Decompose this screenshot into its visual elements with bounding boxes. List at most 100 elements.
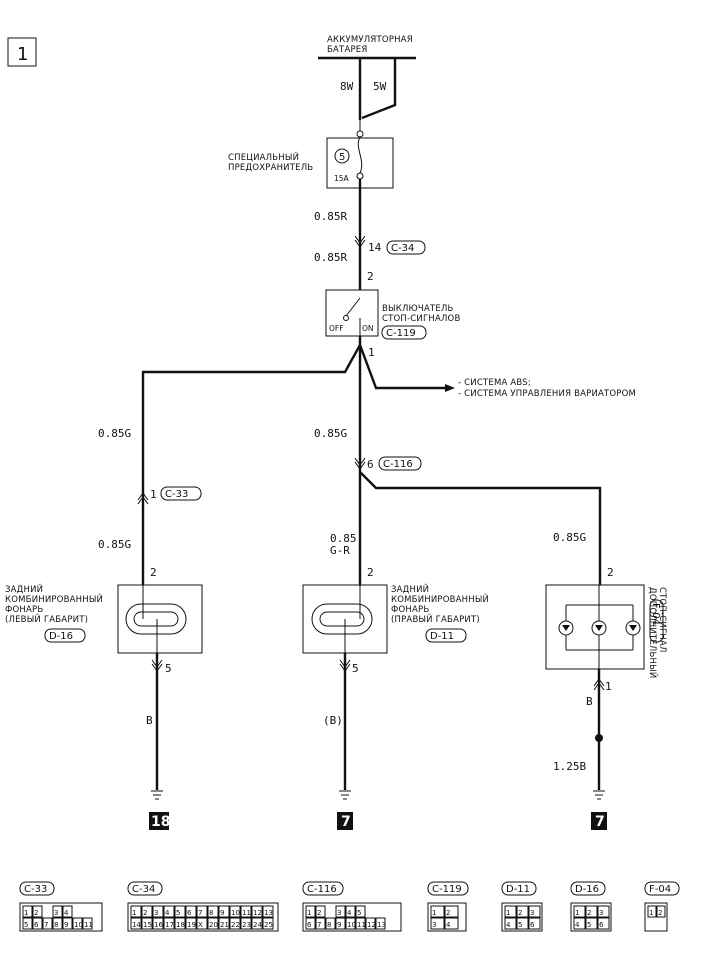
wire-mid-ground-label: (B) [323,714,343,727]
d11-name: D-11 [430,631,454,642]
legend-pin-label: 7 [44,921,48,929]
legend-name-d-11: D-11 [506,884,530,895]
c116-tag [378,456,422,471]
legend-pin-label: 4 [506,921,511,929]
right-lamp-bottom-mark [339,659,351,672]
legend-pin-cell [207,917,219,930]
ground-symbol-left [151,790,163,800]
legend-pin-label: 5 [357,909,361,917]
legend-pin-label: 25 [264,921,273,929]
page-index-box [7,37,37,67]
legend-pin-label: 2 [446,909,450,917]
legend-pin-cell [152,917,164,930]
legend-pin-cell [585,905,598,918]
c33-pin: 1 [150,488,157,501]
f04-name: F-04 [650,603,661,625]
legend-name-c-33: C-33 [24,884,47,895]
legend-pin-label: 23 [242,921,251,929]
legend-pin-label: 2 [658,909,662,917]
ground-point-left: 18 [151,814,170,830]
wire-w1-label: 0.85R [314,210,347,223]
splice-point [595,734,603,742]
wire-right-upper: 0.85G [553,531,586,544]
legend-pin-cell [22,917,33,930]
legend-pin-label: 13 [377,921,386,929]
legend-pin-label: 4 [64,909,69,917]
legend-pin-label: 3 [432,921,436,929]
d11-tag [425,628,467,643]
legend-pin-cell [365,917,376,930]
legend-pin-label: 3 [599,909,603,917]
legend-pin-cell [355,917,366,930]
c33-mark [137,492,149,505]
legend-pin-label: 1 [432,909,436,917]
legend-pin-cell [345,905,356,918]
legend-pin-cell [444,905,459,918]
ground-point-mid-box [337,812,353,830]
legend-pin-label: 5 [518,921,522,929]
c119-name: C-119 [386,328,416,339]
legend-pin-cell [516,905,529,918]
legend-pin-label: 7 [198,909,202,917]
legend-pin-label: 3 [530,909,534,917]
switch-label-2: СТОП-СИГНАЛОВ [382,314,460,324]
legend-pin-cell [185,905,197,918]
wire-abs-branch [358,344,445,390]
right-lamp-label-3: ФОНАРЬ [391,605,429,615]
right-lamp-pin-top: 2 [367,566,374,579]
wire-left-lower: 0.85G [98,538,131,551]
legend-name-c-34: C-34 [132,884,155,895]
legend-pin-cell [62,917,73,930]
legend-pin-cell [345,917,356,930]
wire-5w-label: 5W [373,80,387,93]
wire-left-ground-label: B [146,714,153,727]
legend-pin-label: 9 [220,909,224,917]
legend-pin-label: 11 [84,921,93,929]
page-index: 1 [17,44,28,65]
legend-pin-cell [430,905,445,918]
f04-tag [649,599,664,643]
legend-pin-label: 1 [575,909,579,917]
c34-pin: 14 [368,241,382,254]
c116-pin: 6 [367,458,374,471]
legend-tag-c-34 [127,881,163,896]
legend-name-f-04: F-04 [649,884,671,895]
legend-pin-cell [62,905,73,918]
left-lamp-bulb [125,603,187,635]
legend-pin-label: 1 [506,909,510,917]
legend-pin-cell [573,917,586,930]
legend-pin-label: 14 [132,921,141,929]
legend-pin-label: 10 [231,909,240,917]
legend-pin-cell [597,905,610,918]
legend-pin-cell [504,917,517,930]
legend-pin-label: 1 [307,909,311,917]
legend-pin-label: 6 [599,921,604,929]
legend-pin-cell [229,917,241,930]
legend-pin-label: 3 [54,909,58,917]
wire-mid-upper: 0.85G [314,427,347,440]
right-lamp-pin-bottom: 5 [352,662,359,675]
legend-pin-cell [573,905,586,918]
ground-symbol-mid [339,790,351,800]
legend-pin-label: 10 [74,921,83,929]
legend-tag-f-04 [644,881,680,896]
legend-pin-cell [218,917,230,930]
legend-pin-label: 11 [242,909,251,917]
legend-pin-label: 4 [575,921,580,929]
legend-pin-cell [355,905,366,918]
left-lamp-label-3: ФОНАРЬ [5,605,43,615]
right-lamp-bulb [311,603,373,635]
left-lamp-box [117,584,203,654]
legend-pin-cell [240,917,252,930]
legend-pin-cell [42,917,53,930]
legend-pin-label: 8 [54,921,58,929]
ground-point-right-box [591,812,607,830]
switch-pin-bottom: 1 [368,346,375,359]
legend-pin-cell [240,905,252,918]
legend-pin-cell [141,917,153,930]
left-lamp-pin-top: 2 [150,566,157,579]
legend-pin-label: 3 [154,909,158,917]
legend-pin-label: 9 [337,921,341,929]
c34-name: C-34 [391,243,414,254]
legend-pin-label: 6 [187,909,192,917]
